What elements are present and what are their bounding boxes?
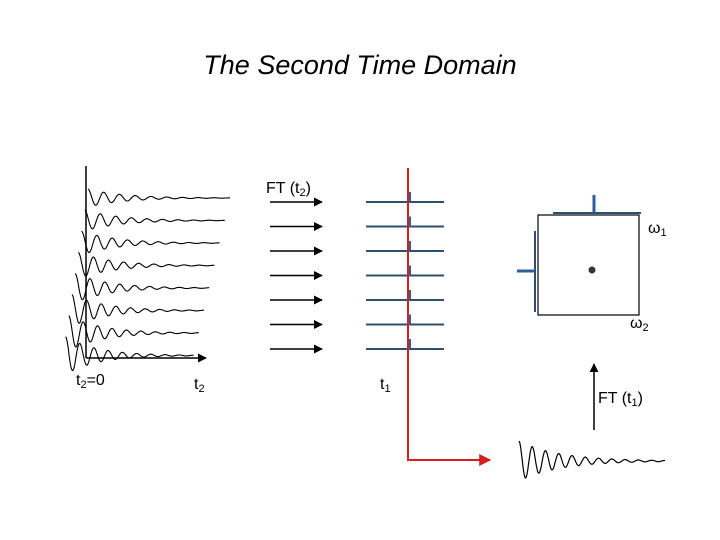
fid-trace	[84, 209, 225, 230]
t1-axis-red	[407, 168, 492, 466]
label-t2-axis: t2	[194, 376, 205, 395]
ft-t2-arrow-stack	[270, 197, 323, 354]
label-t2-zero: t2=0	[76, 372, 105, 391]
label-omega2: ω2	[630, 315, 649, 334]
fid-trace	[71, 294, 204, 324]
t1-interferogram-fid	[518, 440, 665, 479]
fid-trace	[65, 336, 194, 372]
2d-spectrum-box	[537, 214, 640, 316]
label-t1-axis: t1	[380, 376, 391, 395]
cross-peak-dot	[588, 266, 596, 274]
fid-trace	[87, 188, 230, 206]
label-ft-t1: FT (t1)	[598, 390, 643, 409]
label-ft-t2: FT (t2)	[266, 180, 311, 199]
ft-t2-slice-lines	[366, 192, 444, 350]
fid-trace	[81, 230, 220, 254]
label-omega1: ω1	[648, 220, 667, 239]
slide-title: The Second Time Domain	[203, 50, 517, 80]
fid-stack	[65, 188, 230, 372]
fid-trace	[68, 315, 199, 348]
fid-trace	[74, 273, 210, 301]
fid-trace	[78, 251, 215, 277]
